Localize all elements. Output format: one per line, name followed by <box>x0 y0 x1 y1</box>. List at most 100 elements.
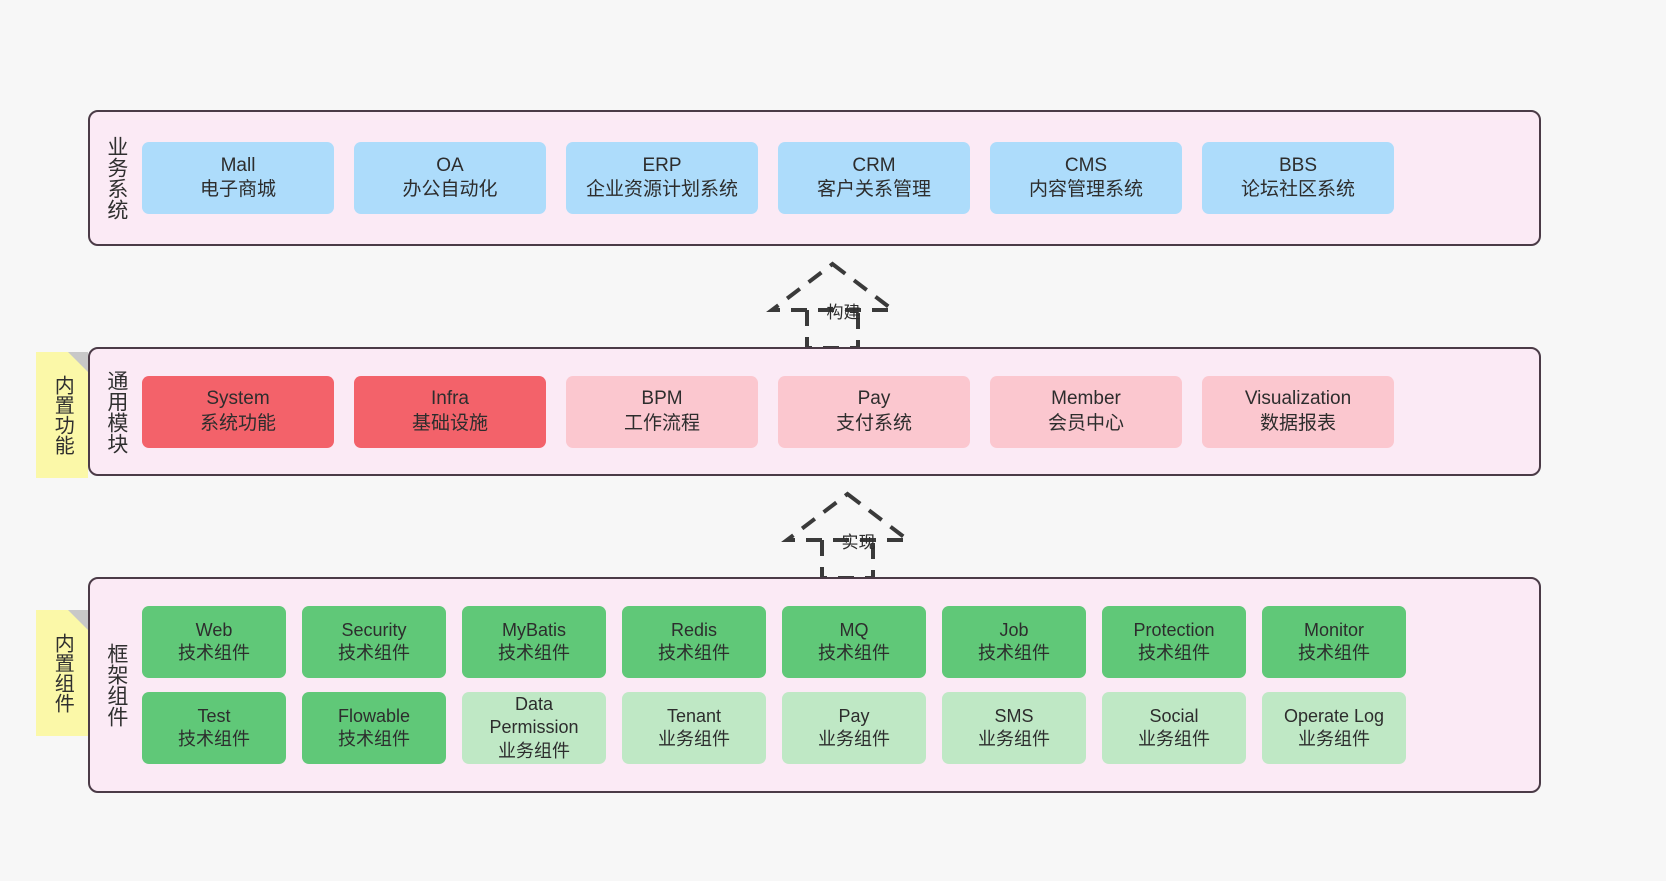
card-name: Protection <box>1133 619 1215 640</box>
layer-common-title: 通用模块 <box>104 369 128 454</box>
card-name: Flowable <box>337 705 411 726</box>
card-name: Monitor <box>1303 619 1365 640</box>
card-desc: 支付系统 <box>835 412 912 434</box>
note-builtin-function: 内置功能 <box>36 352 88 478</box>
arrow-implement: 实现 <box>760 488 935 580</box>
card-name: ERP <box>642 154 682 176</box>
card-name: OA <box>436 154 464 176</box>
card-name: Test <box>197 705 231 726</box>
card-desc: 系统功能 <box>199 412 276 434</box>
framework-card-web[interactable]: Web 技术组件 <box>142 606 286 678</box>
note-builtin-component: 内置组件 <box>36 610 88 736</box>
business-card-mall[interactable]: Mall 电子商城 <box>142 142 334 214</box>
framework-card-sms[interactable]: SMS 业务组件 <box>942 692 1086 764</box>
card-name: Member <box>1051 388 1121 410</box>
business-card-oa[interactable]: OA 办公自动化 <box>354 142 546 214</box>
card-name: Mall <box>220 154 256 176</box>
card-name: Security <box>341 619 407 640</box>
business-systems-row: Mall 电子商城 OA 办公自动化 ERP 企业资源计划系统 CRM 客户关系管理 CMS 内容… <box>142 142 1527 214</box>
card-desc: 技术组件 <box>1298 643 1370 663</box>
card-name: MQ <box>839 619 869 640</box>
card-desc: 电子商城 <box>199 179 276 200</box>
card-name: Pay <box>838 705 870 726</box>
arrow-build: 构建 <box>745 258 920 350</box>
card-name: Job <box>999 619 1029 640</box>
card-desc: 技术组件 <box>978 643 1050 663</box>
card-name: SMS <box>994 705 1034 726</box>
card-name: MyBatis <box>501 619 566 640</box>
card-desc: 内容管理系统 <box>1028 179 1143 200</box>
business-card-cms[interactable]: CMS 内容管理系统 <box>990 142 1182 214</box>
card-name: CRM <box>852 154 896 176</box>
card-desc: 技术组件 <box>498 643 570 663</box>
card-desc: 技术组件 <box>178 643 250 663</box>
card-desc: 业务组件 <box>1298 729 1370 749</box>
arrow-build-label: 构建 <box>826 303 861 322</box>
framework-card-redis[interactable]: Redis 技术组件 <box>622 606 766 678</box>
framework-card-security[interactable]: Security 技术组件 <box>302 606 446 678</box>
framework-card-protection[interactable]: Protection 技术组件 <box>1102 606 1246 678</box>
arrow-implement-label: 实现 <box>841 533 876 552</box>
framework-card-mq[interactable]: MQ 技术组件 <box>782 606 926 678</box>
card-desc: 客户关系管理 <box>816 179 931 200</box>
framework-card-tenant[interactable]: Tenant 业务组件 <box>622 692 766 764</box>
card-desc: 业务组件 <box>658 729 730 749</box>
card-name: Visualization <box>1244 388 1352 410</box>
framework-card-flowable[interactable]: Flowable 技术组件 <box>302 692 446 764</box>
layer-business-title: 业务系统 <box>104 136 128 220</box>
card-desc: 业务组件 <box>1138 729 1210 749</box>
card-desc: 办公自动化 <box>402 179 498 200</box>
card-desc: 业务组件 <box>818 729 890 749</box>
card-desc: 技术组件 <box>818 643 890 663</box>
card-desc: 技术组件 <box>338 729 410 749</box>
card-desc: 技术组件 <box>658 643 730 663</box>
card-desc: 业务组件 <box>498 740 570 761</box>
card-desc: 企业资源计划系统 <box>585 179 738 200</box>
card-name: Operate Log <box>1283 705 1385 726</box>
card-name: Redis <box>670 619 718 640</box>
card-name: Infra <box>430 388 470 410</box>
card-desc: 业务组件 <box>978 729 1050 749</box>
card-name: Web <box>195 619 233 640</box>
card-desc: 数据报表 <box>1259 412 1336 434</box>
card-name: Social <box>1149 705 1199 726</box>
framework-card-mybatis[interactable]: MyBatis 技术组件 <box>462 606 606 678</box>
card-name: Pay <box>857 388 891 410</box>
business-card-erp[interactable]: ERP 企业资源计划系统 <box>566 142 758 214</box>
card-name: Tenant <box>666 705 722 726</box>
layer-business-body: Mall 电子商城 OA 办公自动化 ERP 企业资源计划系统 CRM 客户关系管理 CMS 内容… <box>142 112 1539 244</box>
framework-card-test[interactable]: Test 技术组件 <box>142 692 286 764</box>
card-desc: 会员中心 <box>1047 412 1124 434</box>
card-name: BBS <box>1278 154 1318 176</box>
card-desc: 技术组件 <box>338 643 410 663</box>
card-desc: 技术组件 <box>1138 643 1210 663</box>
framework-card-social[interactable]: Social 业务组件 <box>1102 692 1246 764</box>
card-desc: 基础设施 <box>411 412 488 434</box>
card-name: CMS <box>1064 154 1108 176</box>
framework-card-job[interactable]: Job 技术组件 <box>942 606 1086 678</box>
business-card-crm[interactable]: CRM 客户关系管理 <box>778 142 970 214</box>
framework-card-pay[interactable]: Pay 业务组件 <box>782 692 926 764</box>
card-name: Data Permission <box>489 694 579 738</box>
framework-card-operate-log[interactable]: Operate Log 业务组件 <box>1262 692 1406 764</box>
framework-card-monitor[interactable]: Monitor 技术组件 <box>1262 606 1406 678</box>
card-desc: 工作流程 <box>623 412 700 434</box>
card-name: System <box>206 388 270 410</box>
card-desc: 技术组件 <box>178 729 250 749</box>
layer-business-systems: 业务系统 Mall 电子商城 OA 办公自动化 ERP 企业资源计划系统 CRM 客户关系管理… <box>88 110 1541 246</box>
